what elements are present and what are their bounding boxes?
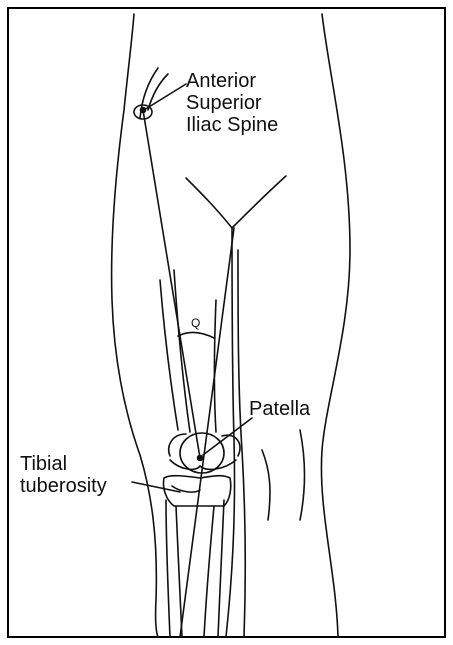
tibial-label-line-2: tuberosity xyxy=(20,475,107,497)
tibial-tuberosity-label: Tibial tuberosity xyxy=(20,453,107,497)
asis-label: Anterior Superior Iliac Spine xyxy=(186,70,278,136)
asis-label-line-1: Anterior xyxy=(186,70,278,92)
asis-label-line-2: Superior xyxy=(186,92,278,114)
tibial-label-line-1: Tibial xyxy=(20,453,107,475)
asis-label-line-3: Iliac Spine xyxy=(186,114,278,136)
q-angle-label: Q xyxy=(191,317,200,329)
patella-label: Patella xyxy=(249,398,310,420)
patella-center-point xyxy=(198,456,203,461)
